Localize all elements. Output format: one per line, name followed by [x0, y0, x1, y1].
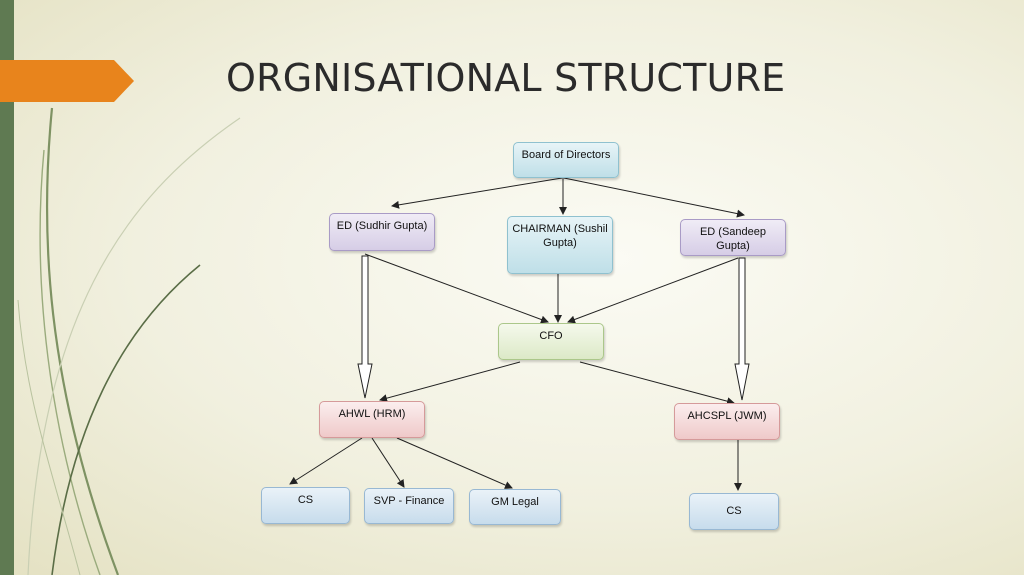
side-accent-bar	[0, 0, 14, 575]
decorative-swoosh-lines	[17, 107, 241, 575]
node-chairman: CHAIRMAN (Sushil Gupta)	[507, 216, 613, 274]
node-cs-left: CS	[261, 487, 350, 524]
node-svp-finance: SVP - Finance	[364, 488, 454, 524]
node-board-of-directors: Board of Directors	[513, 142, 619, 178]
node-cfo: CFO	[498, 323, 604, 360]
orange-arrow-tab	[0, 60, 134, 102]
node-ed-right: ED (Sandeep Gupta)	[680, 219, 786, 256]
node-ed-left: ED (Sudhir Gupta)	[329, 213, 435, 251]
node-gm-legal: GM Legal	[469, 489, 561, 525]
node-ahcspl-jwm: AHCSPL (JWM)	[674, 403, 780, 440]
slide-title: ORGNISATIONAL STRUCTURE	[226, 56, 786, 100]
node-cs-right: CS	[689, 493, 779, 530]
node-ahwl-hrm: AHWL (HRM)	[319, 401, 425, 438]
